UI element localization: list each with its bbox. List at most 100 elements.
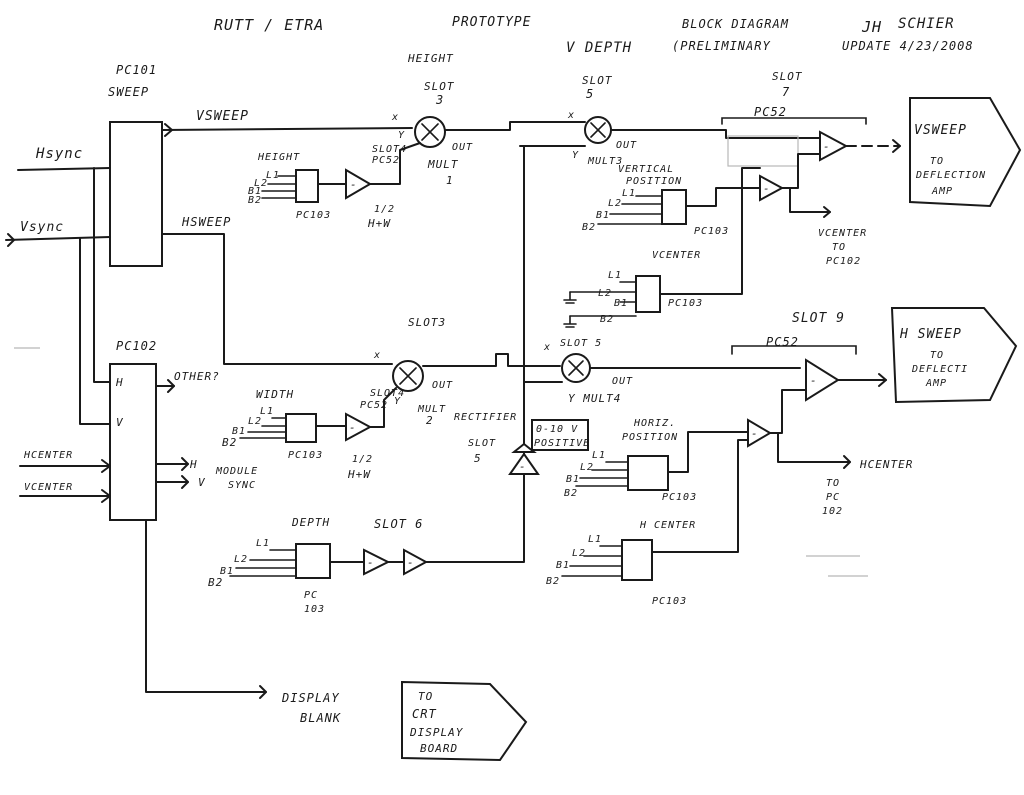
hcenter-box-label: H CENTER <box>639 520 696 531</box>
crt-board-box <box>401 680 528 762</box>
vpos-b1: B1 <box>596 210 610 221</box>
width-buffer-sign: - <box>349 421 357 434</box>
pc102-h-pin: H <box>115 376 124 389</box>
mult2-x-symbol <box>399 367 417 385</box>
height-l1: L1 <box>266 170 280 181</box>
depth-l1: L1 <box>256 538 270 549</box>
vsweep-out-label: VSWEEP <box>914 123 967 138</box>
vcenter-b1: B1 <box>614 298 628 309</box>
display-blank-label2: BLANK <box>300 711 341 725</box>
mult2-out: OUT <box>432 380 453 391</box>
slot5-mid-label: SLOT 5 <box>560 338 602 349</box>
height-box-label: HEIGHT <box>257 152 300 163</box>
vpos-b2: B2 <box>582 222 596 233</box>
depth-out-wire <box>425 547 525 563</box>
width-half: 1/2 <box>352 454 373 465</box>
hcenter-b2: B2 <box>546 576 560 587</box>
rectifier-sign: - <box>519 460 527 473</box>
pc101-label: PC101 <box>116 63 157 77</box>
display-blank-label: DISPLAY <box>281 691 340 705</box>
hcenter-pc103-block <box>621 539 653 581</box>
mult3-y-input: Y <box>572 150 579 161</box>
slot5-top-num: 5 <box>586 87 594 101</box>
width-buffer <box>345 412 373 442</box>
mult3-out: OUT <box>616 140 637 151</box>
depth-b2: B2 <box>208 576 223 589</box>
mult2-label: MULT <box>417 404 446 415</box>
vcenter-in-arrow <box>101 489 111 503</box>
hpos-inputs <box>575 461 629 487</box>
mult3-x-input: x <box>567 110 575 121</box>
depth-amp1 <box>363 548 391 576</box>
hpos-label: HORIZ. <box>633 418 676 429</box>
vsweep-label: VSWEEP <box>196 109 249 124</box>
rect-slot-num: 5 <box>474 452 482 465</box>
vsweep-deflection: DEFLECTION <box>915 170 986 181</box>
vpos-label: VERTICAL <box>618 164 674 175</box>
hcenter-pc-word: PC <box>826 492 840 503</box>
depth-pc-num: 103 <box>304 604 325 615</box>
module-sync-label: MODULE <box>215 466 258 477</box>
height-buffer-sign: - <box>350 178 358 191</box>
hsweep-deflection-box <box>890 307 1018 404</box>
mult1-x-input: x <box>391 112 399 123</box>
rectifier-amp <box>508 452 540 475</box>
other-arrow <box>167 379 175 393</box>
vsync-arrow <box>7 233 15 247</box>
mult2-x-input: x <box>373 350 381 361</box>
author-initials: JH <box>861 18 882 36</box>
hsweep-deflecti: DEFLECTI <box>911 364 968 375</box>
hcenter-pc-num: 102 <box>822 506 843 517</box>
doc-type: BLOCK DIAGRAM <box>682 17 789 31</box>
mult1-x-symbol <box>421 123 439 141</box>
pc102-v-pin: V <box>116 416 124 429</box>
vcenter-pc103-block <box>635 275 661 313</box>
slot7-label: SLOT <box>772 70 803 83</box>
hpos-b1: B1 <box>566 474 580 485</box>
slot5-top-label: SLOT <box>582 74 613 87</box>
hpos-label2: POSITION <box>622 432 678 443</box>
vcenter-pc102-ref: PC102 <box>826 256 861 267</box>
height-b2: B2 <box>248 195 262 206</box>
mult1-label: MULT <box>427 158 459 171</box>
depth-pc: PC <box>304 590 318 601</box>
mult3-x-symbol <box>590 122 606 138</box>
height-inputs <box>261 175 297 199</box>
hcenter-to-word: TO <box>826 478 840 489</box>
vbuf-amp-sign: - <box>763 182 771 195</box>
hpos-l1: L1 <box>592 450 606 461</box>
hcenter-l1: L1 <box>588 534 602 545</box>
update-date: UPDATE 4/23/2008 <box>842 39 974 53</box>
hsum-amp <box>805 358 840 402</box>
pc52-top-label: PC52 <box>754 105 787 119</box>
mod-sync-v-arrow <box>181 475 189 489</box>
slot6-label: SLOT 6 <box>374 517 423 531</box>
mod-sync-h: H <box>189 458 198 471</box>
vdepth-label: V DEPTH <box>566 40 632 56</box>
width-pc103-block <box>285 413 317 443</box>
hbuf-amp <box>747 418 772 448</box>
rectifier-diode <box>511 442 537 453</box>
display-blank-arrow <box>259 685 267 699</box>
vsum-amp-sign: - <box>823 140 831 153</box>
vcenter-in-label: VCENTER <box>24 482 73 493</box>
vcenter-inputs <box>569 281 637 317</box>
vpos-inputs <box>597 195 663 225</box>
hcenter-in-arrow <box>101 459 111 473</box>
hsweep-amp: AMP <box>925 378 947 389</box>
vsync-tap <box>79 237 111 425</box>
vsweep-out-arrow <box>892 139 901 153</box>
height-pc103-label: PC103 <box>296 210 331 221</box>
depth-bus <box>519 145 586 549</box>
rectifier-label: RECTIFIER <box>454 412 517 423</box>
vpos-l1: L1 <box>622 188 636 199</box>
mult1-y-input: Y <box>398 130 405 141</box>
vcenter-b2: B2 <box>600 314 614 325</box>
display-blank-wire <box>145 519 267 693</box>
rect-slot: SLOT <box>468 438 496 449</box>
mult3-label: MULT3 <box>587 156 623 167</box>
width-pc103-label: PC103 <box>288 450 323 461</box>
slot3-top-num: 3 <box>435 93 444 107</box>
vcenter-to-word: TO <box>832 242 846 253</box>
vcenter-pc103-label: PC103 <box>668 298 703 309</box>
